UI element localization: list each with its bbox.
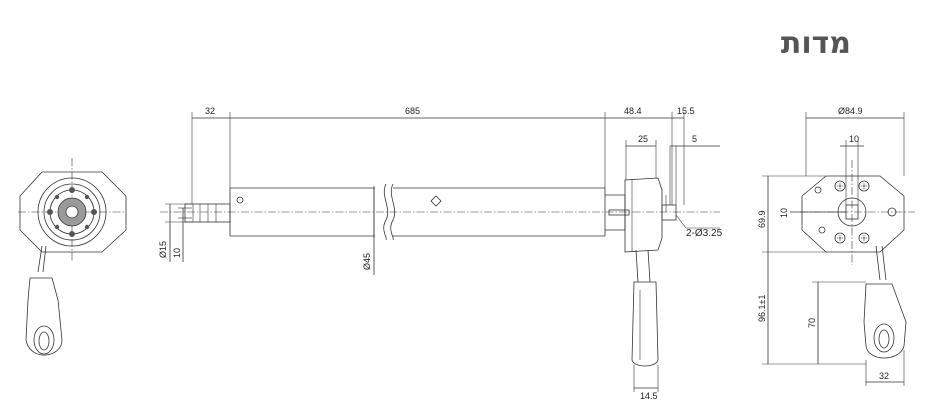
dim-685: 685 [405,106,420,116]
dim-32-top: 32 [205,106,215,116]
page-title: מדות [780,26,851,61]
dim-10-left: 10 [779,208,789,218]
dim-10-side: 10 [849,134,859,144]
dim-2-holes: 2-Ø3.25 [686,228,723,239]
dim-10: 10 [172,248,182,258]
right-end-view [762,112,915,386]
dim-d15: Ø15 [158,241,168,258]
dim-48-4: 48.4 [624,106,642,116]
dim-96: 96.1±1 [757,295,767,322]
dim-5: 5 [692,134,697,144]
dim-25: 25 [638,134,648,144]
dim-70: 70 [807,318,817,328]
dim-d84-9: Ø84.9 [838,106,863,116]
dim-14-5: 14.5 [640,391,658,401]
dim-15-5: 15.5 [677,106,695,116]
left-end-view [18,158,127,356]
side-view [160,112,720,392]
dim-69-9: 69.9 [757,210,767,228]
dim-d45: Ø45 [362,253,372,270]
dim-32-side: 32 [879,371,889,381]
